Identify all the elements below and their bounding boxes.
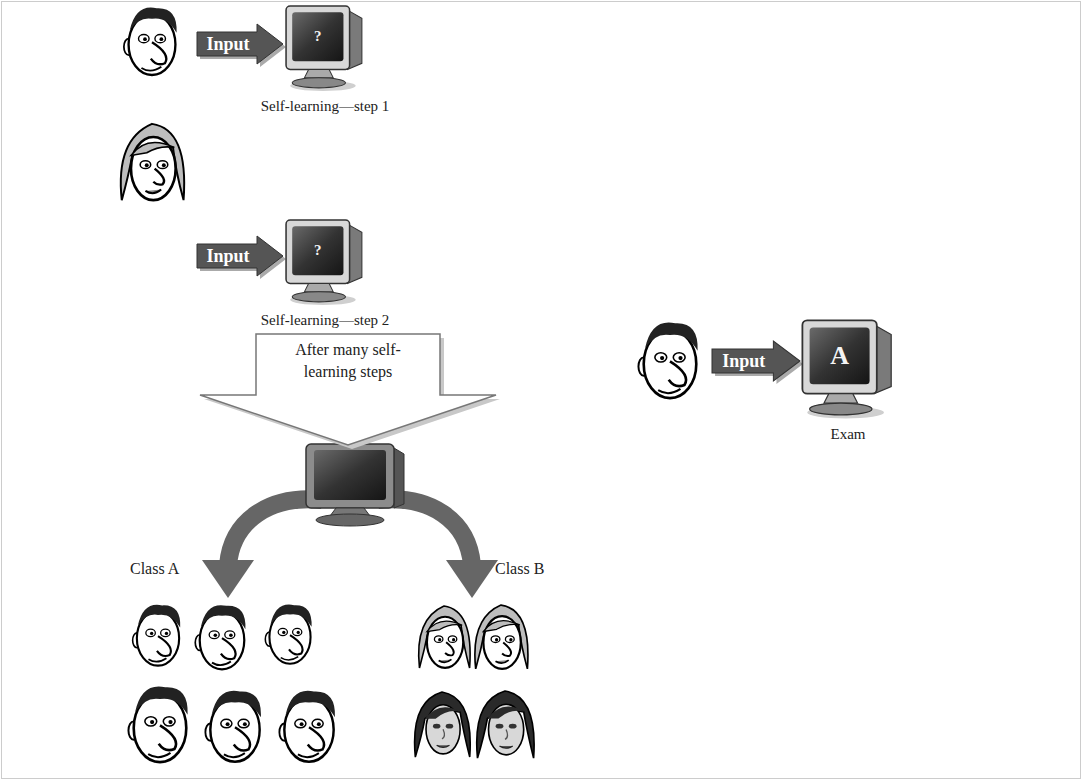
monitor-caption: Self-learning—step 2 <box>214 312 436 329</box>
screen-symbol: A <box>810 327 870 384</box>
arrow-shape <box>712 341 800 381</box>
monitor-screen <box>810 327 870 384</box>
class-a-face <box>133 605 181 666</box>
arrow-label: Input <box>197 236 259 276</box>
class-b-face <box>419 606 470 668</box>
class-arrow-head <box>446 560 498 598</box>
arrow-shape <box>197 236 283 276</box>
class-label: Class A <box>130 560 179 578</box>
class-label: Class B <box>495 560 544 578</box>
class-b-face <box>475 605 528 669</box>
class-arrow-band <box>228 499 322 565</box>
monitor-caption: Exam <box>730 426 966 443</box>
class-b-face <box>415 692 471 757</box>
arrow-shape <box>197 24 283 64</box>
node-outline <box>284 4 366 94</box>
computer-screen <box>314 450 386 500</box>
monitor-foot <box>810 403 872 415</box>
monitor-neck <box>824 394 858 403</box>
screen-symbol: ? <box>292 12 343 61</box>
monitor-foot <box>292 292 345 302</box>
monitor-case <box>286 220 350 283</box>
monitor-case <box>286 6 350 69</box>
class-a-face <box>265 605 311 664</box>
monitor-neck <box>305 69 334 77</box>
input-arrow: Input <box>712 341 800 381</box>
arrow-label: Input <box>712 341 775 381</box>
computer-side <box>394 448 404 508</box>
class-a-face <box>279 691 335 762</box>
monitor-case <box>802 320 876 393</box>
computer-foot <box>316 514 384 526</box>
input-arrow: Input <box>197 24 283 64</box>
computer-case <box>306 444 394 508</box>
arrow-label: After many self-learning steps <box>273 339 423 383</box>
monitor-screen <box>292 12 343 61</box>
node-outline <box>284 218 366 308</box>
computer-monitor: ?Self-learning—step 1 <box>284 4 366 94</box>
arrow-label: Input <box>197 24 259 64</box>
monitor-caption: Self-learning—step 1 <box>214 98 436 115</box>
class-arrow-band <box>378 499 472 565</box>
learner-face <box>121 124 184 200</box>
monitor-neck <box>305 283 334 291</box>
node-outline <box>800 318 896 422</box>
process-arrow: After many self-learning steps <box>198 333 498 447</box>
exam-face <box>638 322 697 398</box>
computer-monitor: ?Self-learning—step 2 <box>284 218 366 308</box>
screen-symbol: ? <box>292 226 343 275</box>
input-arrow: Input <box>197 236 283 276</box>
monitor-foot <box>292 78 345 88</box>
class-a-face <box>128 686 187 762</box>
arrow-shape <box>200 334 496 445</box>
class-arrow-head <box>202 560 254 598</box>
learner-face <box>124 8 177 75</box>
class-a-face <box>195 605 245 669</box>
class-b-face <box>477 691 534 758</box>
monitor-screen <box>292 226 343 275</box>
trained-computer <box>306 444 404 526</box>
computer-monitor: AExam <box>800 318 896 422</box>
class-a-face <box>205 691 261 762</box>
